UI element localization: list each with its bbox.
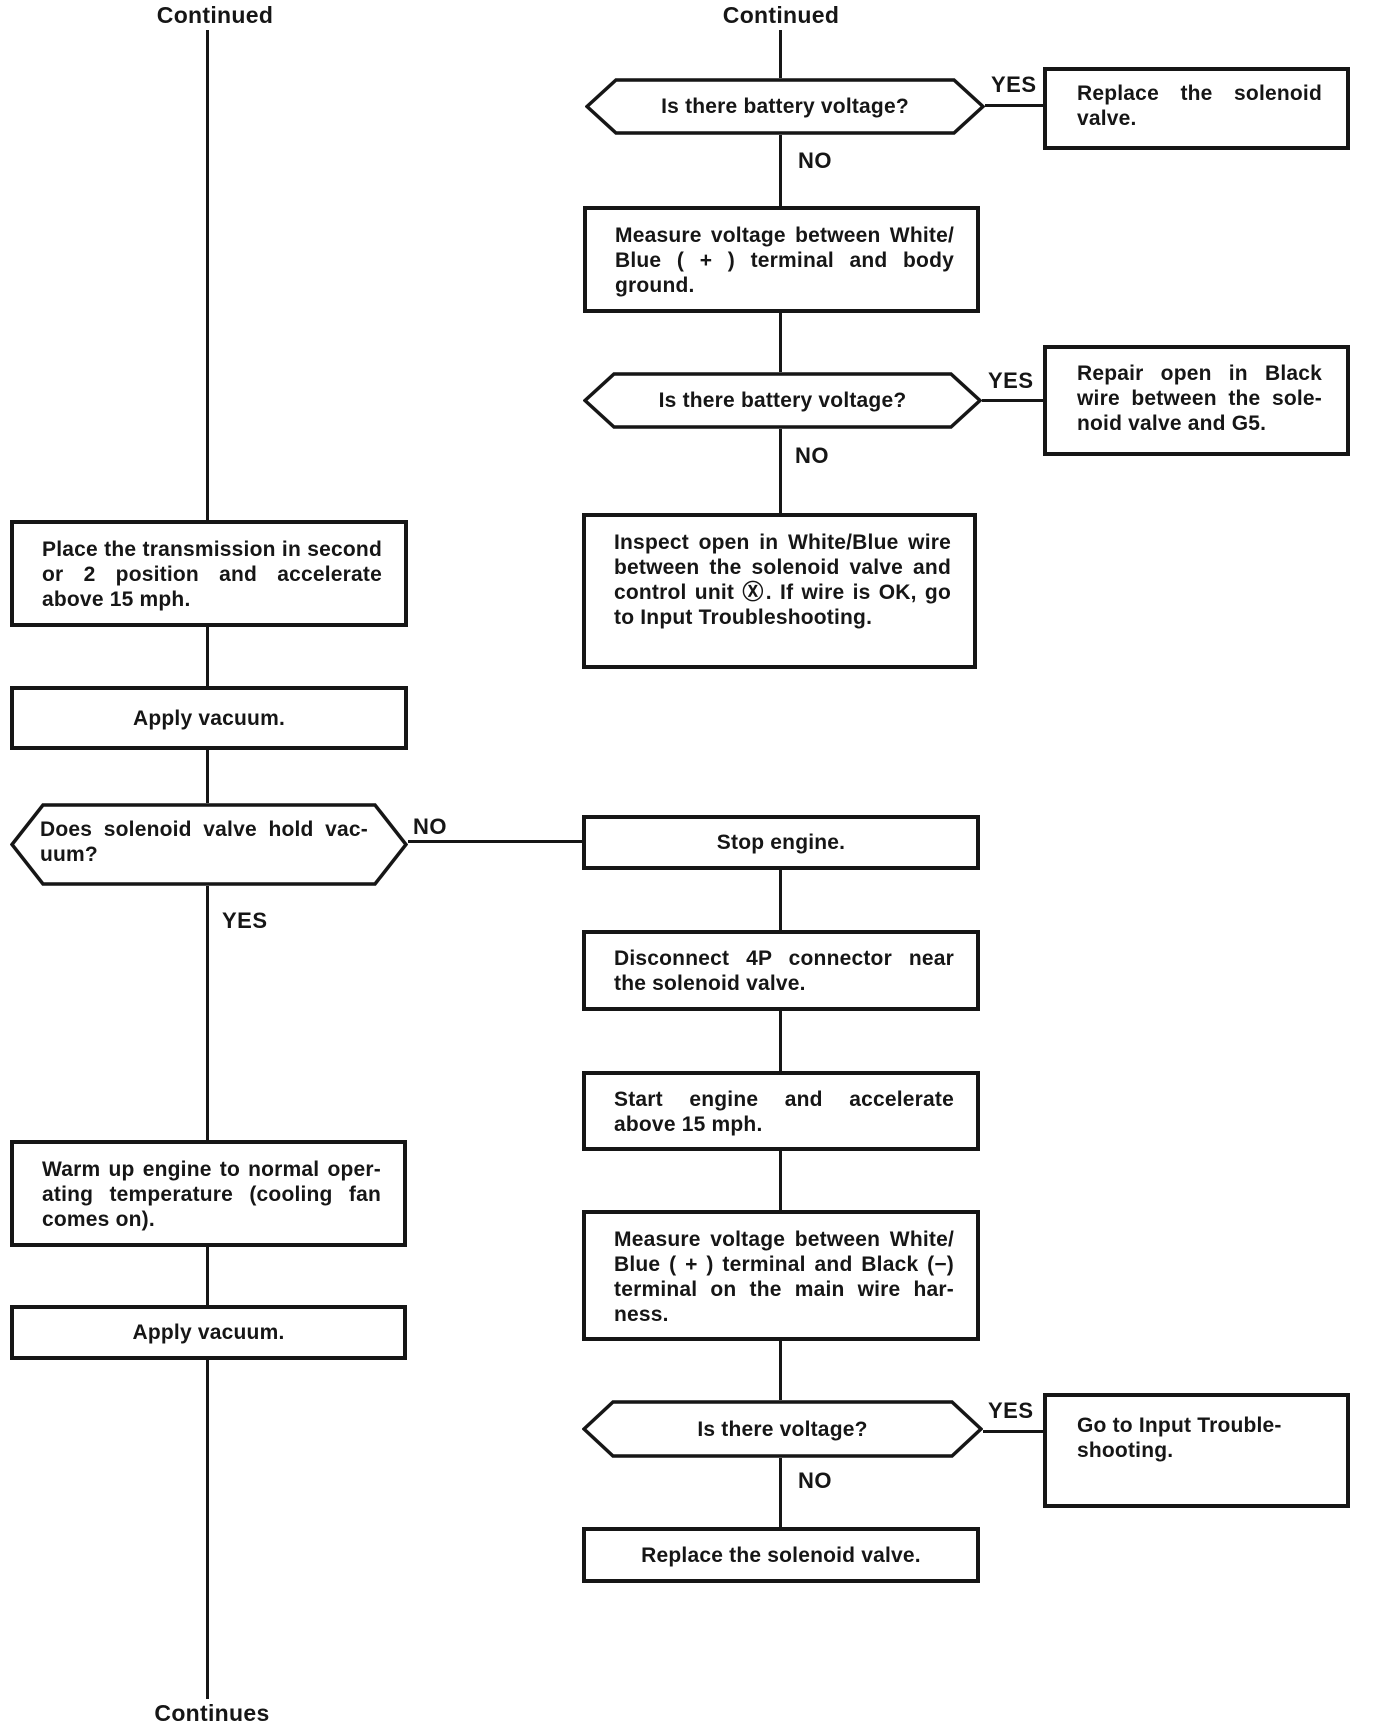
connector-line	[408, 840, 582, 843]
connector-line	[983, 1430, 1043, 1433]
step-start-engine: Start engine and accelerate above 15 mph…	[582, 1071, 980, 1151]
action-text: Repair open in Black	[1077, 362, 1322, 385]
connector-line	[779, 30, 782, 78]
action-text: noid valve and G5.	[1077, 412, 1267, 435]
step-measure-harness: Measure voltage between White/ Blue ( + …	[582, 1210, 980, 1341]
connector-line	[779, 1341, 782, 1400]
step-apply-vacuum-2: Apply vacuum.	[10, 1305, 407, 1360]
connector-line	[982, 399, 1043, 402]
step-text: or 2 position and accelerate	[42, 563, 382, 586]
connector-line	[779, 313, 782, 372]
step-text: Blue ( + ) terminal and body	[615, 249, 954, 272]
action-text: shooting.	[1077, 1439, 1174, 1462]
action-replace-solenoid-2: Replace the solenoid valve.	[582, 1527, 980, 1583]
step-text: Disconnect 4P connector near	[614, 947, 954, 970]
step-text: Inspect open in White/Blue wire	[614, 531, 951, 554]
step-text: the solenoid valve.	[614, 972, 806, 995]
connector-line	[206, 1247, 209, 1305]
no-branch-label: NO	[413, 814, 447, 839]
connector-line	[779, 1011, 782, 1071]
hexagon-shape	[582, 1400, 983, 1458]
connector-line	[779, 135, 782, 206]
decision-text: Is there voltage?	[697, 1417, 868, 1441]
step-text: Start engine and accelerate	[614, 1088, 954, 1111]
step-text: to Input Troubleshooting.	[614, 606, 873, 629]
step-text: terminal on the main wire har-	[614, 1278, 954, 1301]
step-text: ground.	[615, 274, 695, 297]
step-text: Measure voltage between White/	[615, 224, 954, 247]
hexagon-shape	[585, 78, 985, 135]
action-go-input-troubleshooting: Go to Input Trouble- shooting.	[1043, 1393, 1350, 1508]
decision-battery-voltage-1: Is there battery voltage?	[585, 78, 985, 135]
connector-line	[779, 429, 782, 513]
decision-text-line: uum?	[40, 843, 98, 866]
step-warm-up-engine: Warm up engine to normal oper- ating tem…	[10, 1140, 407, 1247]
continues-label: Continues	[154, 1700, 270, 1726]
connector-line	[779, 870, 782, 930]
step-text: control unit Ⓧ. If wire is OK, go	[614, 581, 951, 604]
action-text: Go to Input Trouble-	[1077, 1414, 1282, 1437]
decision-solenoid-hold-vacuum: Does solenoid valve hold vac- uum?	[10, 803, 408, 886]
step-stop-engine: Stop engine.	[582, 815, 980, 870]
step-text: Stop engine.	[716, 831, 846, 854]
connector-line	[985, 104, 1043, 107]
decision-text-line: Does solenoid valve hold vac-	[40, 818, 368, 841]
step-disconnect-connector: Disconnect 4P connector near the solenoi…	[582, 930, 980, 1011]
step-inspect-open-wire: Inspect open in White/Blue wire between …	[582, 513, 977, 669]
decision-battery-voltage-2: Is there battery voltage?	[583, 372, 982, 429]
action-text: wire between the sole-	[1077, 387, 1322, 410]
step-text: ating temperature (cooling fan	[42, 1183, 381, 1206]
yes-branch-label: YES	[988, 1398, 1034, 1423]
action-repair-open-black-wire: Repair open in Black wire between the so…	[1043, 345, 1350, 456]
decision-text: Is there battery voltage?	[661, 95, 909, 118]
decision-text: Is there battery voltage?	[658, 389, 907, 412]
hexagon-shape	[583, 372, 982, 429]
continued-label-right: Continued	[722, 2, 840, 28]
step-text: Measure voltage between White/	[614, 1228, 954, 1251]
action-text: valve.	[1077, 107, 1137, 130]
connector-line	[779, 1458, 782, 1527]
step-text: above 15 mph.	[42, 588, 191, 611]
step-text: Warm up engine to normal oper-	[42, 1158, 381, 1181]
step-place-transmission: Place the transmission in second or 2 po…	[10, 520, 408, 627]
action-replace-solenoid-1: Replace the solenoid valve.	[1043, 67, 1350, 150]
connector-line	[206, 30, 209, 520]
step-text: Place the transmission in second	[42, 538, 382, 561]
step-apply-vacuum-1: Apply vacuum.	[10, 686, 408, 750]
connector-line	[206, 886, 209, 1140]
step-text: Blue ( + ) terminal and Black (−)	[614, 1253, 954, 1276]
connector-line	[779, 1151, 782, 1210]
step-text: Apply vacuum.	[133, 706, 285, 730]
no-branch-label: NO	[798, 148, 832, 173]
step-text: ness.	[614, 1303, 669, 1326]
step-text: between the solenoid valve and	[614, 556, 951, 579]
decision-text: Does solenoid valve hold vac- uum?	[10, 803, 408, 886]
continued-label-left: Continued	[156, 2, 274, 28]
step-text: above 15 mph.	[614, 1113, 763, 1136]
action-text: Replace the solenoid	[1077, 82, 1322, 105]
no-branch-label: NO	[798, 1468, 832, 1493]
yes-branch-label: YES	[222, 908, 268, 933]
yes-branch-label: YES	[991, 72, 1037, 97]
step-text: comes on).	[42, 1208, 155, 1231]
decision-is-there-voltage: Is there voltage?	[582, 1400, 983, 1458]
hexagon-shape	[10, 803, 408, 886]
connector-line	[206, 1360, 209, 1699]
connector-line	[206, 627, 209, 686]
no-branch-label: NO	[795, 443, 829, 468]
step-text: Apply vacuum.	[132, 1321, 285, 1344]
connector-line	[206, 750, 209, 803]
yes-branch-label: YES	[988, 368, 1034, 393]
step-measure-body-ground: Measure voltage between White/ Blue ( + …	[583, 206, 980, 313]
action-text: Replace the solenoid valve.	[641, 1543, 921, 1567]
